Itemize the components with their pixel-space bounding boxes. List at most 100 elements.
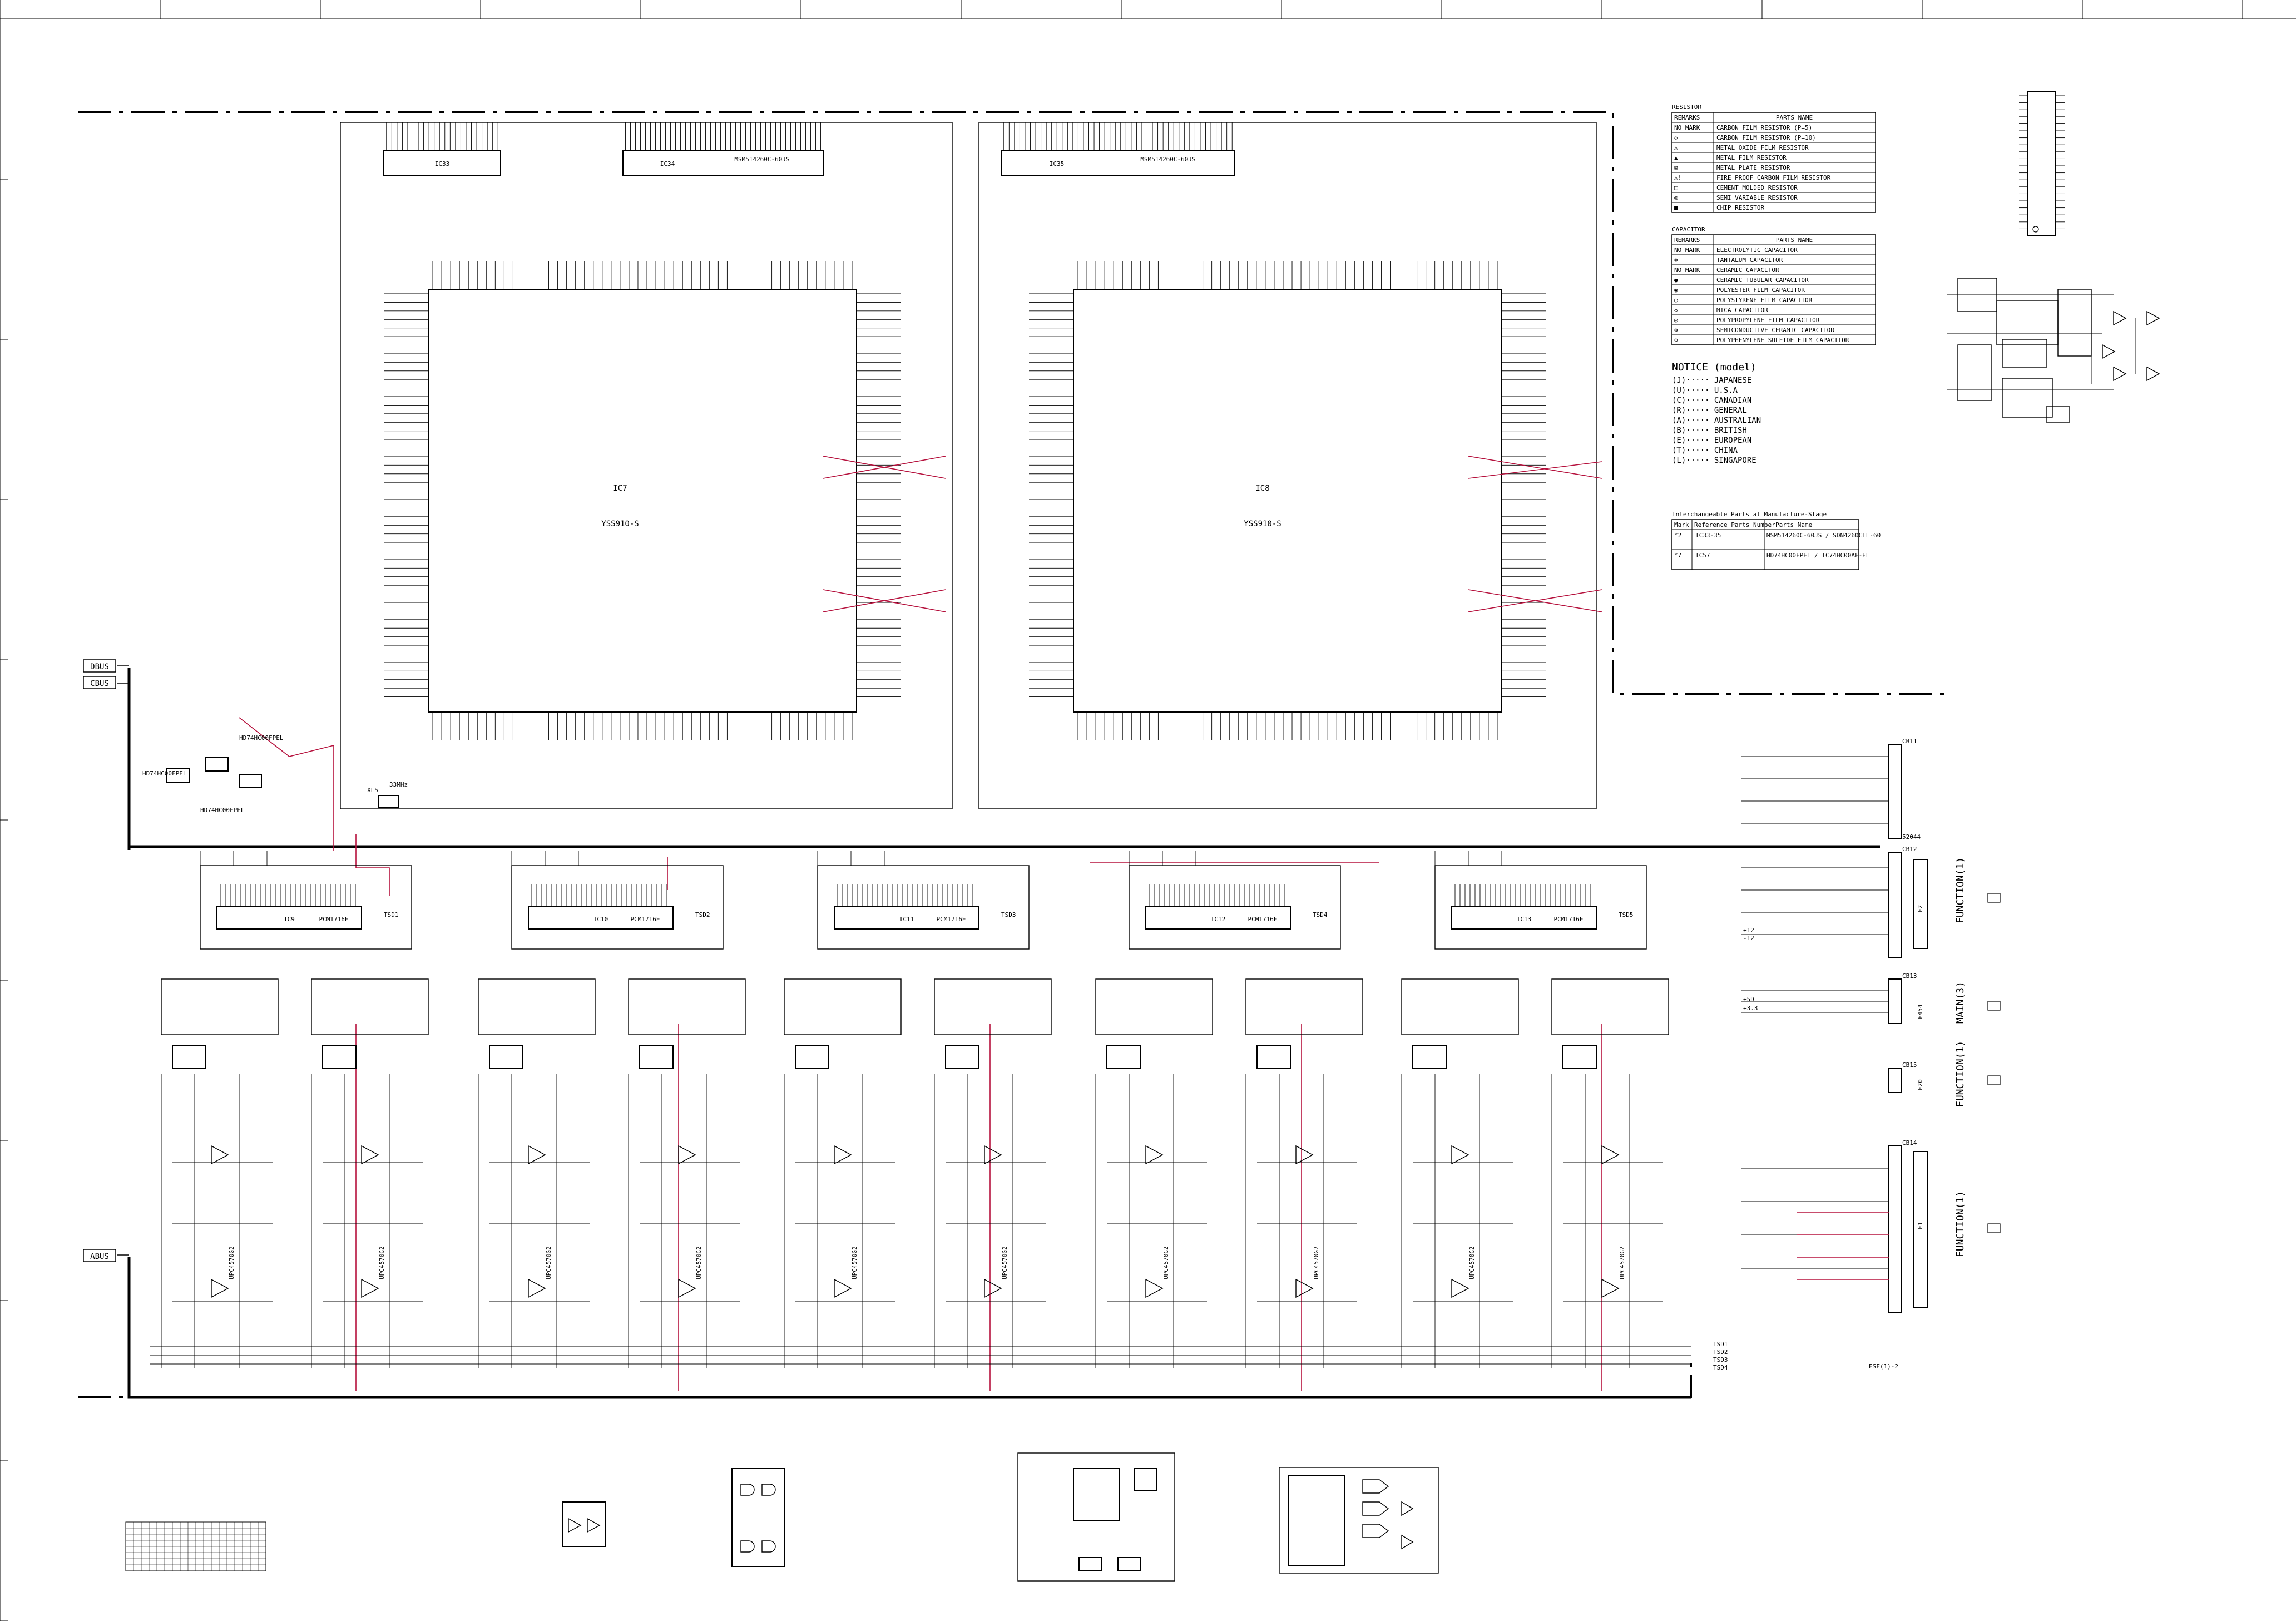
table-header: Mark xyxy=(1674,521,1689,528)
connector-name: F20 xyxy=(1917,1079,1924,1090)
table-header: Reference Parts Number xyxy=(1694,521,1775,528)
pinout-table-bottom-left xyxy=(125,1521,266,1571)
opamp-part: UPC4570G2 xyxy=(1313,1246,1320,1279)
opamp-part: UPC4570G2 xyxy=(378,1246,385,1279)
analog-channel: UPC4570G2 xyxy=(1401,978,1519,1368)
ic-ref: IC7 xyxy=(613,484,627,493)
connector-function: MAIN(3) xyxy=(1954,981,1966,1024)
table-cell: ⊗ xyxy=(1674,256,1678,264)
connector-cb11: CB11 52044 xyxy=(1888,738,1921,841)
opamp-part: UPC4570G2 xyxy=(1001,1246,1008,1279)
table-header: REMARKS xyxy=(1674,236,1700,244)
package-logic-block xyxy=(1279,1467,1439,1574)
table-cell: SEMI VARIABLE RESISTOR xyxy=(1716,194,1798,201)
table-cell: NO MARK xyxy=(1674,124,1700,131)
connector-cb13: CB13 F454 MAIN(3) xyxy=(1888,972,2001,1024)
analog-channel: UPC4570G2 xyxy=(478,978,596,1368)
opamp-part: UPC4570G2 xyxy=(228,1246,235,1279)
ic-ref: IC35 xyxy=(1050,160,1065,167)
bus-label-text: ABUS xyxy=(90,1252,109,1261)
table-cell: POLYSTYRENE FILM CAPACITOR xyxy=(1716,296,1813,304)
table-cell: ◇ xyxy=(1674,307,1678,314)
table-cell: POLYPROPYLENE FILM CAPACITOR xyxy=(1716,317,1820,324)
crystal-value: 33MHz xyxy=(389,781,408,788)
analog-channel: UPC4570G2 xyxy=(1245,978,1363,1368)
table-cell: MSM514260C-60JS / SDN4260CLL-60 xyxy=(1766,532,1881,539)
table-cell: ELECTROLYTIC CAPACITOR xyxy=(1716,246,1798,254)
table-cell: IC33-35 xyxy=(1695,532,1721,539)
table-header: PARTS NAME xyxy=(1776,114,1813,121)
connector-area: CB11 52044 CB12 F2 FUNCTION(1) CB13 F454… xyxy=(1741,738,2001,1370)
output-label: TSD3 xyxy=(1713,1356,1728,1363)
memory-ic-34: IC34 MSM514260C-60JS xyxy=(622,122,824,176)
table-cell: HD74HC00FPEL / TC74HC00AF-EL xyxy=(1766,552,1870,559)
analog-channel: UPC4570G2 xyxy=(628,978,746,1368)
table-cell: CARBON FILM RESISTOR (P=10) xyxy=(1716,134,1816,141)
connector-name: F454 xyxy=(1917,1004,1924,1019)
output-label: TSD4 xyxy=(1313,911,1328,918)
output-label: TSD5 xyxy=(1619,911,1634,918)
opamp-part: UPC4570G2 xyxy=(695,1246,702,1279)
ic-part: PCM1716E xyxy=(631,916,660,923)
connector-name: F1 xyxy=(1917,1222,1924,1229)
table-cell: ◇ xyxy=(1674,134,1678,141)
table-cell: IC57 xyxy=(1695,552,1710,559)
table-cell: CERAMIC TUBULAR CAPACITOR xyxy=(1716,276,1809,284)
table-cell: TANTALUM CAPACITOR xyxy=(1716,256,1783,264)
notice-row: (J)····· JAPANESE xyxy=(1672,376,1751,385)
bus-label-cbus: CBUS xyxy=(83,676,116,689)
bus-label-text: DBUS xyxy=(90,663,109,671)
connector-function: FUNCTION(1) xyxy=(1954,857,1966,923)
ic-part: MSM514260C-60JS xyxy=(1140,156,1195,163)
analog-channel: UPC4570G2 xyxy=(1095,978,1213,1368)
opamp-part: UPC4570G2 xyxy=(1619,1246,1626,1279)
ic-part: HD74HC00FPEL xyxy=(142,770,187,777)
notice-row: (R)····· GENERAL xyxy=(1672,406,1747,415)
connector-ref: CB15 xyxy=(1902,1061,1917,1069)
power-label: +3.3 xyxy=(1743,1005,1758,1012)
output-label: TSD4 xyxy=(1713,1364,1728,1371)
table-cell: ◎ xyxy=(1674,194,1678,201)
connector-cb12: CB12 F2 FUNCTION(1) xyxy=(1888,846,2001,958)
table-cell: METAL OXIDE FILM RESISTOR xyxy=(1716,144,1809,151)
analog-output-labels: TSD1 TSD2 TSD3 TSD4 xyxy=(1713,1341,1728,1371)
package-nand-dip xyxy=(731,1468,785,1567)
notice-row: (U)····· U.S.A xyxy=(1672,386,1738,395)
table-cell: ◉ xyxy=(1674,286,1678,294)
connector-name: 52044 xyxy=(1902,833,1921,841)
notice-block: NOTICE (model) (J)····· JAPANESE(U)·····… xyxy=(1672,362,1761,465)
notice-row: (L)····· SINGAPORE xyxy=(1672,456,1756,465)
output-label: TSD2 xyxy=(1713,1348,1728,1356)
ic-part: PCM1716E xyxy=(937,916,966,923)
connector-ref: CB14 xyxy=(1902,1139,1917,1146)
package-opamp-dip xyxy=(562,1501,606,1547)
connector-function: FUNCTION(1) xyxy=(1954,1041,1966,1107)
table-cell: *7 xyxy=(1674,552,1681,559)
bus-lines xyxy=(117,665,1880,1399)
ic-ref: IC8 xyxy=(1255,484,1269,493)
table-cell: ▲ xyxy=(1674,154,1678,161)
ic-part: HD74HC00FPEL xyxy=(239,734,284,742)
analog-channel: UPC4570G2 xyxy=(311,978,429,1368)
analog-channel: UPC4570G2 xyxy=(934,978,1052,1368)
connector-ref: CB13 xyxy=(1902,972,1917,980)
table-cell: ■ xyxy=(1674,204,1678,211)
crystal-ref: XL5 xyxy=(367,787,378,794)
table-cell: CHIP RESISTOR xyxy=(1716,204,1764,211)
power-label: +12 xyxy=(1743,927,1754,934)
output-label: TSD3 xyxy=(1001,911,1016,918)
bus-label-dbus: DBUS xyxy=(83,659,116,673)
main-ic-7: IC7 YSS910-S xyxy=(340,122,953,809)
table-cell: ◎ xyxy=(1674,317,1678,324)
output-label: TSD1 xyxy=(1713,1341,1728,1348)
analog-channel: UPC4570G2 xyxy=(1551,978,1669,1368)
ic-ref: IC34 xyxy=(660,160,675,167)
ic-part: PCM1716E xyxy=(1248,916,1278,923)
power-label: +5D xyxy=(1743,996,1754,1003)
